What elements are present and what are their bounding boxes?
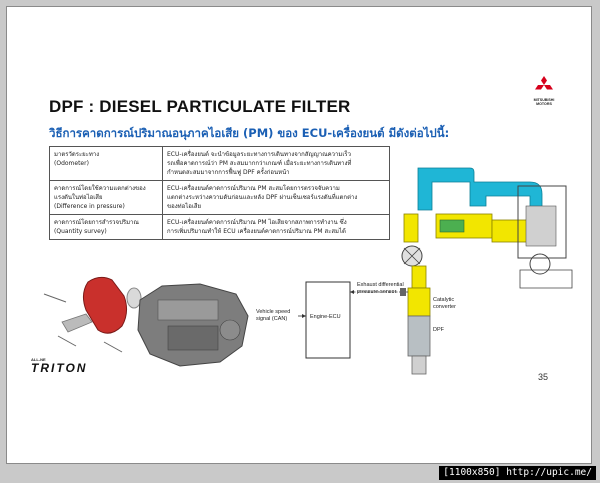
method-cell: คาดการณ์โดยการสำรวจปริมาณ (Quantity surv… [49, 214, 163, 240]
description-line: กำหนดสะสมมาจากการฟื้นฟู DPF ครั้งก่อนหน้… [167, 169, 290, 176]
engine-illustration [137, 283, 249, 367]
arrow-icon [350, 290, 354, 294]
method-line: (Difference in pressure) [54, 203, 125, 210]
vehicle-speed-label-1: Vehicle speed [256, 309, 290, 315]
brand-name: TRITON [31, 361, 88, 375]
pressure-sensor-label-2: pressure sensor [357, 289, 397, 295]
pressure-sensor-label-1: Exhaust differential [357, 282, 404, 288]
method-line: คาดการณ์โดยการสำรวจปริมาณ [54, 219, 139, 226]
slide-title: DPF : DIESEL PARTICULATE FILTER [49, 97, 351, 116]
description-line: ECU-เครื่องยนต์คาดการณ์ปริมาณ PM ไอเสียจ… [167, 219, 347, 226]
description-cell: ECU-เครื่องยนต์ จะนำข้อมูลระยะทางการเดิน… [162, 146, 390, 181]
arrow-icon [302, 314, 306, 318]
ecu-label: Engine-ECU [310, 314, 341, 320]
catalytic-label-1: Catalytic [433, 297, 454, 303]
watermark: [1100x850] http://upic.me/ [439, 466, 596, 480]
dpf-label: DPF [433, 327, 445, 333]
triton-brand: ALL-NE TRITON [31, 357, 87, 374]
mitsubishi-logo: MITSUBISHI MOTORS [528, 76, 560, 106]
description-line: ECU-เครื่องยนต์ จะนำข้อมูลระยะทางการเดิน… [167, 151, 351, 158]
methods-table: มาตรวัดระยะทาง (Odometer) ECU-เครื่องยนต… [49, 146, 390, 240]
method-line: มาตรวัดระยะทาง [54, 151, 100, 158]
ecu-box [305, 281, 351, 359]
method-line: แรงดันในท่อไอเสีย [54, 194, 103, 201]
exhaust-pipe [407, 265, 431, 375]
catalytic-label-2: converter [433, 304, 456, 310]
page-number: 35 [538, 372, 549, 382]
method-line: (Quantity survey) [54, 228, 107, 235]
engine-schematic [401, 167, 573, 289]
method-line: คาดการณ์โดยใช้ความแตกต่างของ [54, 185, 146, 192]
slide-subtitle: วิธีการคาดการณ์ปริมาณอนุภาคไอเสีย (PM) ข… [49, 126, 450, 140]
method-line: (Odometer) [54, 160, 89, 167]
description-cell: ECU-เครื่องยนต์คาดการณ์ปริมาณ PM ไอเสียจ… [162, 214, 390, 240]
description-line: ของท่อไอเสีย [167, 203, 202, 210]
vehicle-speed-label-2: signal (CAN) [256, 316, 287, 322]
description-line: การเพิ่มปริมาณทำให้ ECU เครื่องยนต์คาดกา… [167, 228, 346, 235]
dpf-part-illustration [43, 276, 142, 353]
pressure-sensor-icon [400, 288, 406, 296]
description-line: แตกต่างระหว่างความดันก่อนและหลัง DPF ผ่า… [167, 194, 358, 201]
description-cell: ECU-เครื่องยนต์คาดการณ์ปริมาณ PM สะสมโดย… [162, 180, 390, 215]
table-row: คาดการณ์โดยการสำรวจปริมาณ (Quantity surv… [49, 214, 390, 240]
mitsubishi-diamonds-icon [535, 76, 553, 90]
brand-prefix: ALL-NE [31, 357, 46, 362]
logo-text: MITSUBISHI MOTORS [533, 98, 555, 106]
description-line: ECU-เครื่องยนต์คาดการณ์ปริมาณ PM สะสมโดย… [167, 185, 340, 192]
table-row: มาตรวัดระยะทาง (Odometer) ECU-เครื่องยนต… [49, 146, 390, 181]
description-line: รถเพื่อคาดการณ์ว่า PM สะสมมากกว่าเกณฑ์ เ… [167, 160, 352, 167]
